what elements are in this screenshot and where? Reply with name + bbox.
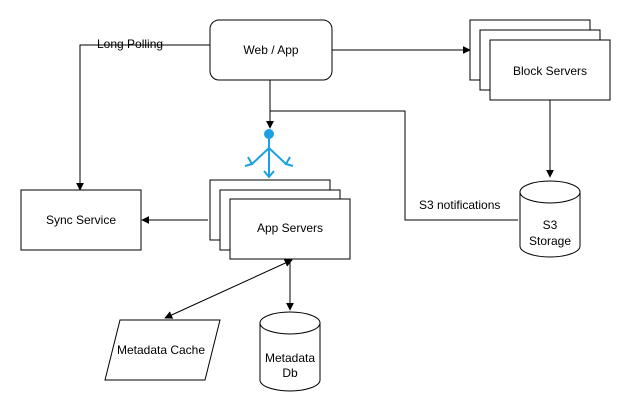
s3-notifications-line xyxy=(270,110,518,221)
app-servers-node: App Servers xyxy=(209,179,351,260)
app-servers-box xyxy=(229,198,351,260)
metadata-cache-box xyxy=(104,319,221,381)
web-app-node: Web / App xyxy=(209,19,333,81)
edge-s3-notifications: S3 notifications xyxy=(270,110,518,221)
app-servers-label: App Servers xyxy=(257,221,323,235)
load-balancer-icon xyxy=(244,129,294,179)
long-polling-label: Long Polling xyxy=(97,37,163,51)
web-app-box xyxy=(209,19,333,81)
metadata-db-cylinder-top xyxy=(259,322,321,335)
metadata-db-node: Metadata Db xyxy=(259,311,321,392)
block-servers-node: Block Servers xyxy=(469,19,611,101)
edge-app-to-metadata-cache xyxy=(164,259,293,319)
s3-storage-label-line2: Storage xyxy=(529,234,571,248)
s3-storage-label-line1: S3 xyxy=(543,218,558,232)
metadata-db-label-line1: Metadata xyxy=(265,351,315,365)
web-app-label: Web / App xyxy=(243,43,298,57)
metadata-db-label-line2: Db xyxy=(282,366,298,380)
sync-service-label: Sync Service xyxy=(46,213,116,227)
block-servers-box xyxy=(489,39,611,101)
block-servers-label: Block Servers xyxy=(513,64,587,78)
sync-service-node: Sync Service xyxy=(20,189,142,251)
edge-long-polling: Long Polling xyxy=(76,37,210,191)
metadata-db-cylinder xyxy=(259,311,321,392)
s3-storage-node: S3 Storage xyxy=(519,180,581,258)
s3-storage-cylinder-top xyxy=(519,191,581,204)
sync-service-box xyxy=(20,189,142,251)
s3-notifications-label: S3 notifications xyxy=(419,198,500,212)
metadata-cache-node: Metadata Cache xyxy=(104,319,221,381)
metadata-cache-label: Metadata Cache xyxy=(117,343,205,357)
s3-storage-cylinder xyxy=(519,180,581,258)
